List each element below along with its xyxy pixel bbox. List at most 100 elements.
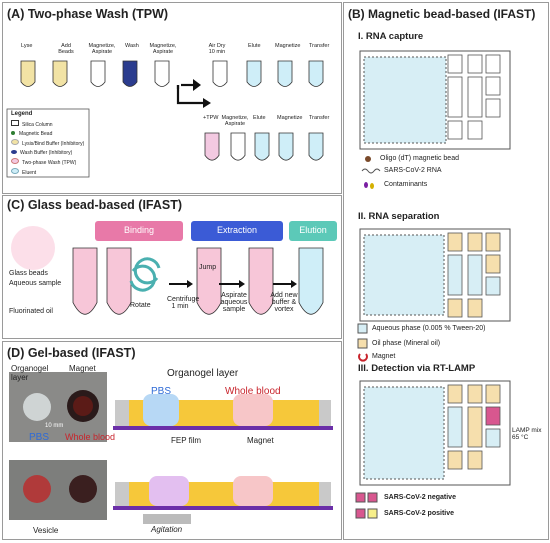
step-magnetize-aspirate: Magnetize, Aspirate	[88, 43, 116, 55]
step-tpw: +TPW	[203, 115, 219, 121]
glass-tube-1	[106, 247, 132, 315]
tube-top-6	[246, 60, 262, 87]
well-2	[447, 406, 463, 448]
legend-bead: Magnetic Bead	[11, 130, 84, 139]
blood-label: Whole blood	[65, 432, 116, 442]
step-lyse: Lyse	[21, 43, 33, 49]
agitation-label: Agitation	[151, 525, 183, 534]
tube-bottom-1	[230, 132, 246, 161]
gel-diagram	[9, 372, 333, 524]
tube-top-8	[308, 60, 324, 87]
lamp-label: LAMP mix 65 °C	[512, 427, 542, 441]
well-1	[447, 54, 463, 74]
glass-bead-diagram	[11, 221, 337, 315]
tube-top-3	[122, 60, 138, 87]
panel-c: (C) Glass bead-based (IFAST) Binding Ext…	[2, 195, 342, 339]
tube-top-1	[52, 60, 68, 87]
well-5	[467, 406, 483, 448]
well-1	[447, 384, 463, 404]
jump-label: Jump	[199, 264, 217, 271]
step-elute-2: Elute	[253, 115, 266, 121]
well-5	[467, 76, 483, 118]
pbs2-label: PBS	[151, 386, 172, 397]
tube-top-0	[20, 60, 36, 87]
legend-magnet: Magnet	[372, 353, 396, 360]
step-elute: Elute	[248, 43, 261, 49]
well-3	[447, 120, 463, 140]
legend-aqueous: Aqueous phase (0.005 % Tween-20)	[372, 325, 486, 332]
well-8	[485, 254, 501, 274]
tube-bottom-4	[308, 132, 324, 161]
pos-label: SARS-CoV-2 positive	[384, 510, 455, 517]
step-transfer-2: Transfer	[309, 115, 330, 121]
magnet2-label: Magnet	[247, 436, 274, 445]
neg-label: SARS-CoV-2 negative	[384, 494, 456, 501]
panel-d-title: (D) Gel-based (IFAST)	[7, 346, 136, 360]
tpw-diagram	[6, 60, 324, 178]
legend-contaminants: Contaminants	[384, 181, 428, 188]
step-magnetize: Magnetize	[275, 43, 301, 49]
organogel2-label: Organogel layer	[167, 368, 239, 379]
glass-tube-3	[248, 247, 274, 315]
well-8	[485, 406, 501, 426]
magnet-label: Magnet	[69, 364, 96, 373]
well-9	[485, 276, 501, 296]
fluorinated-oil-label: Fluorinated oil	[9, 308, 53, 315]
step-add-beads: Add Beads	[58, 43, 74, 55]
legend-silica: Silica Column	[11, 120, 84, 130]
tube-bottom-0	[204, 132, 220, 161]
scale-label: 10 mm	[45, 423, 64, 429]
well-5	[467, 254, 483, 296]
eluent-icon	[11, 168, 19, 174]
organogel-label: Organogel layer	[11, 364, 49, 382]
well-7	[485, 232, 501, 252]
step-magnetize-aspirate-2: Magnetize, Aspirate	[149, 43, 177, 55]
well-6	[467, 298, 483, 318]
legend-title: Legend	[11, 111, 33, 117]
legend-wash: Wash Buffer (Inhibitory)	[11, 149, 84, 158]
wash-buffer-icon	[11, 150, 17, 154]
legend-lysis: Lysis/Bind Buffer (Inhibitory)	[11, 139, 84, 149]
panel-a-title: (A) Two-phase Wash (TPW)	[7, 7, 169, 21]
well-2	[447, 254, 463, 296]
panel-c-title: (C) Glass bead-based (IFAST)	[7, 198, 183, 212]
well-8	[485, 76, 501, 96]
pbs-label: PBS	[29, 432, 50, 443]
legend-rna: SARS-CoV-2 RNA	[384, 167, 442, 174]
well-2	[447, 76, 463, 118]
vesicle-label: Vesicle	[33, 526, 59, 535]
glass-tube-0	[72, 247, 98, 315]
panel-b-title: (B) Magnetic bead-based (IFAST)	[348, 7, 536, 21]
step-wash: Wash	[125, 43, 139, 49]
panel-d: (D) Gel-based (IFAST) Organogel layer Ma…	[2, 341, 342, 540]
magnetic-bead-icon	[11, 131, 15, 135]
step-air-dry: Air Dry 10 min	[208, 43, 226, 55]
aspirate-label: Aspirate aqueous sample	[220, 292, 248, 313]
glass-tube-2	[196, 247, 222, 315]
panel-b: (B) Magnetic bead-based (IFAST) I. RNA c…	[343, 2, 549, 540]
well-9	[485, 98, 501, 118]
well-3	[447, 450, 463, 470]
tpw-icon	[11, 158, 19, 164]
ifast-device-diagram	[355, 50, 511, 519]
fep-label: FEP film	[171, 436, 202, 445]
tube-top-2	[90, 60, 106, 87]
silica-column-icon	[11, 120, 19, 126]
lysis-buffer-icon	[11, 139, 19, 145]
blood2-label: Whole blood	[225, 386, 281, 397]
extraction-label: Extraction	[216, 225, 258, 235]
detection-title: III. Detection via RT-LAMP	[358, 363, 476, 374]
aqueous-sample-label: Aqueous sample	[9, 280, 62, 287]
rna-separation-title: II. RNA separation	[358, 211, 440, 222]
add-new-label: Add new buffer & vortex	[270, 292, 298, 313]
tube-bottom-2	[254, 132, 270, 161]
well-4	[467, 384, 483, 404]
well-3	[447, 298, 463, 318]
glass-tube-4	[298, 247, 324, 315]
centrifuge-label: Centrifuge 1 min	[167, 296, 200, 310]
legend-oligo: Oligo (dT) magnetic bead	[380, 155, 459, 162]
elution-label: Elution	[299, 225, 327, 235]
legend-oil: Oil phase (Mineral oil)	[372, 340, 441, 347]
legend-eluent: Eluent	[11, 168, 84, 178]
legend-list: Silica Column Magnetic Bead Lysis/Bind B…	[11, 120, 84, 178]
